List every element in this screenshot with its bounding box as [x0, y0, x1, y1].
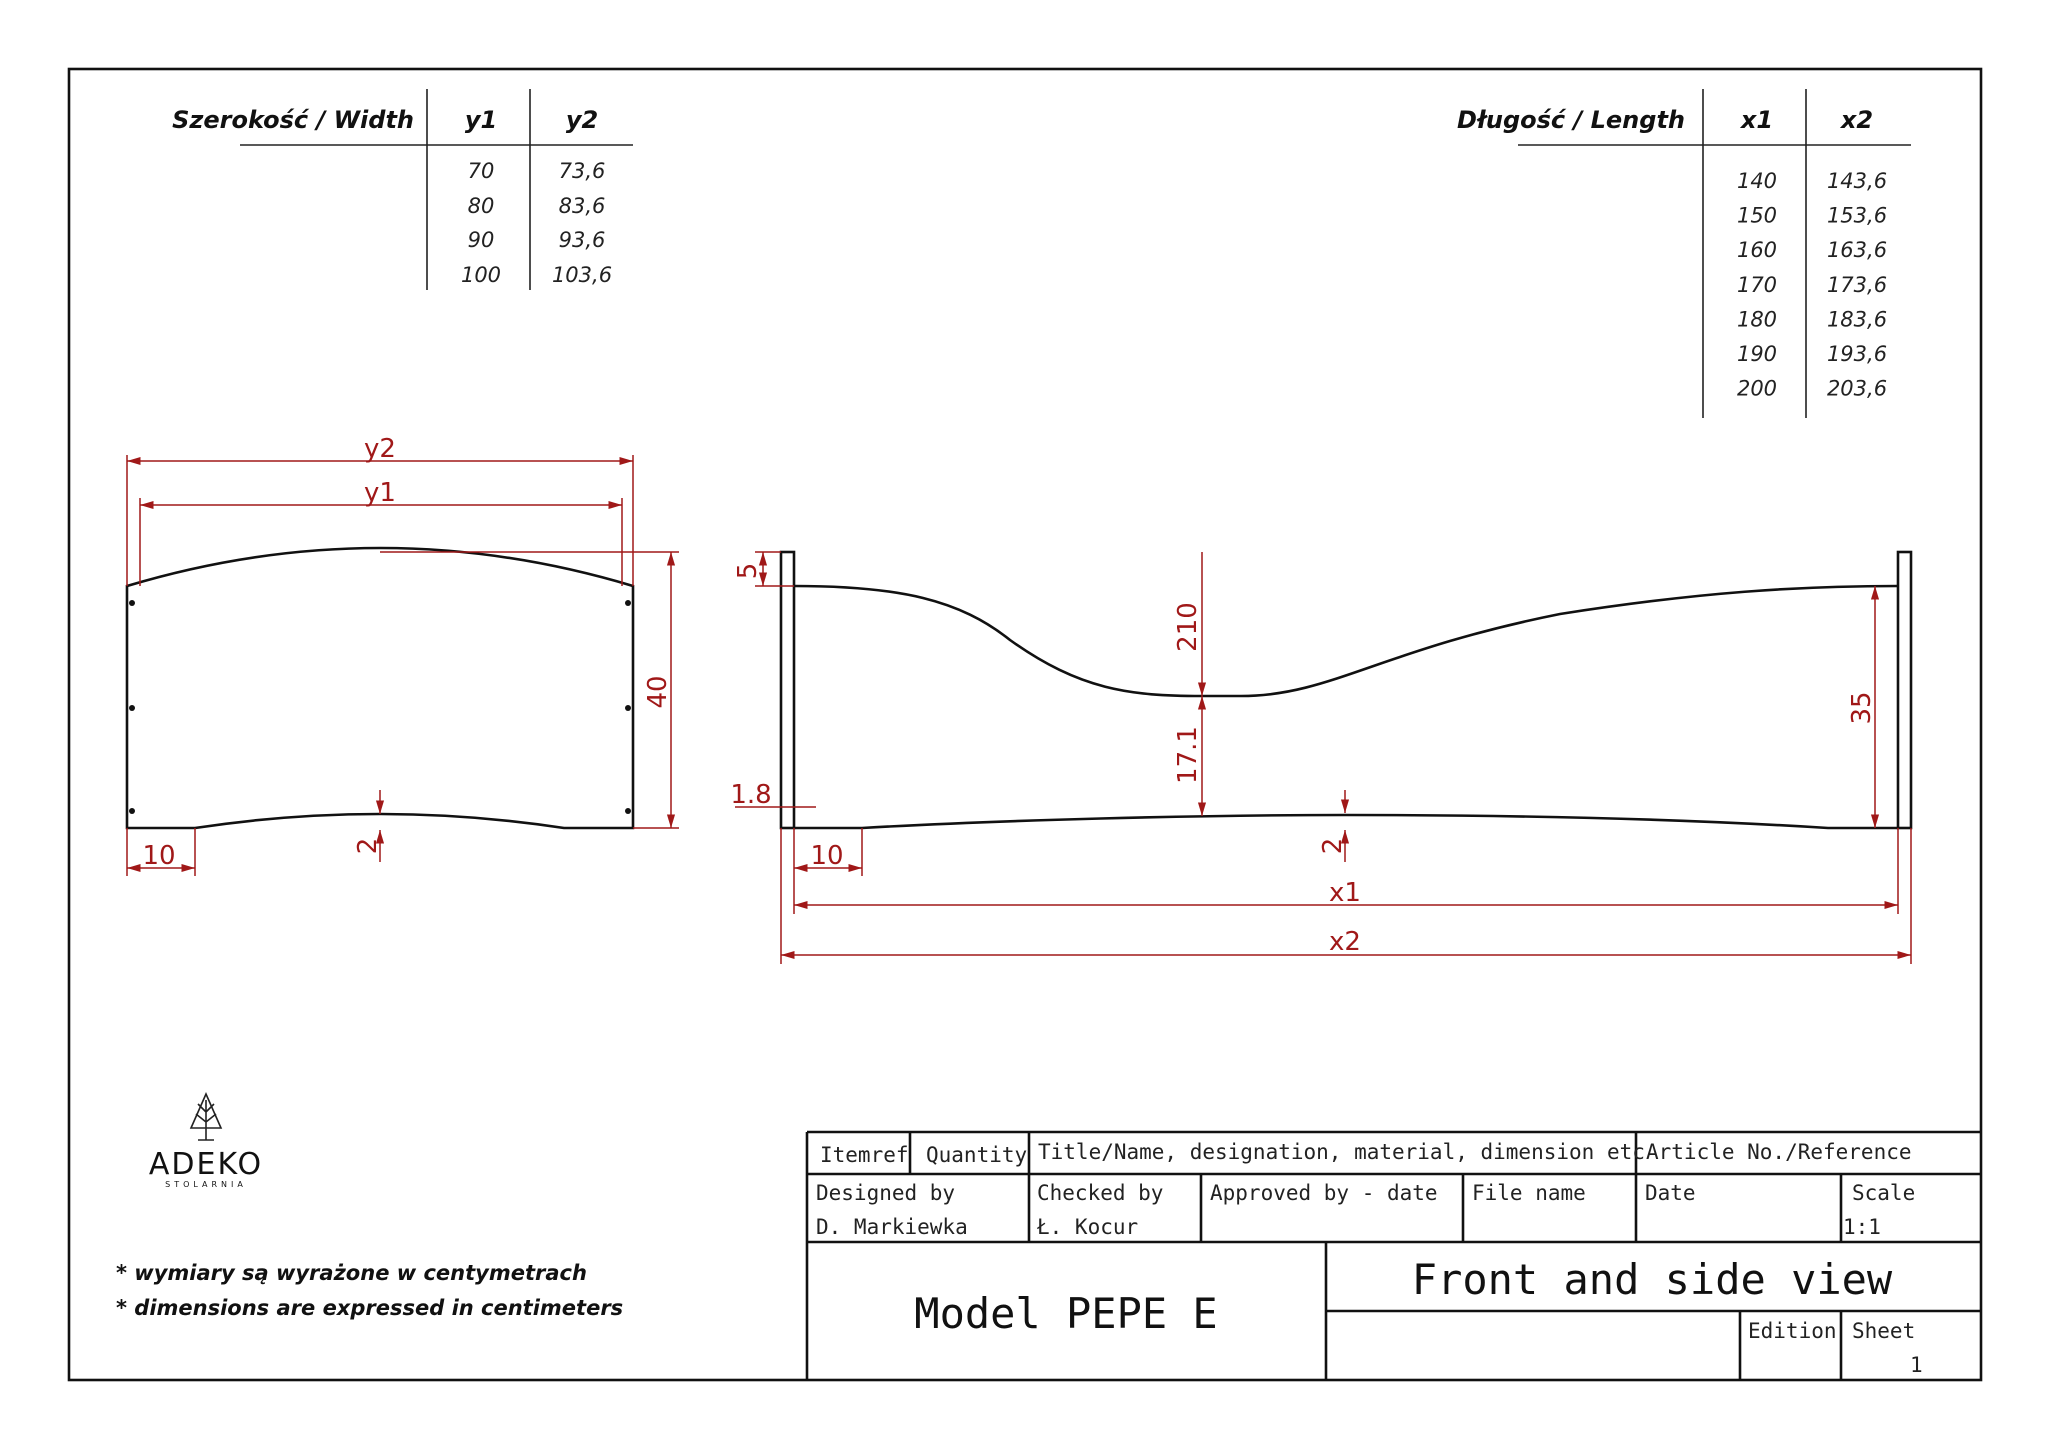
approved-by-label: Approved by - date: [1210, 1181, 1438, 1205]
dim-post-5: 5: [733, 563, 763, 580]
table-cell: 153,6: [1827, 204, 1887, 228]
sheet-border: [67, 67, 1983, 1382]
width-table-label: Szerokość / Width: [172, 106, 414, 134]
scale-label: Scale: [1852, 1181, 1915, 1205]
table-cell: 160: [1737, 238, 1777, 262]
dim-side-foot-10: 10: [810, 841, 843, 871]
title-block: Itemref Quantity Title/Name, designation…: [805, 1130, 1981, 1380]
table-cell: 190: [1737, 342, 1777, 366]
dim-17-1: 17.1: [1173, 726, 1203, 784]
table-cell: 193,6: [1827, 342, 1887, 366]
file-name-label: File name: [1472, 1181, 1586, 1205]
note-english: * dimensions are expressed in centimeter…: [116, 1296, 623, 1320]
date-label: Date: [1645, 1181, 1696, 1205]
dim-y1: y1: [364, 478, 396, 508]
dim-y2: y2: [364, 434, 396, 464]
sheet-value: 1: [1910, 1353, 1923, 1377]
view-title: Front and side view: [1412, 1255, 1893, 1304]
note-polish: * wymiary są wyrażone w centymetrach: [116, 1261, 587, 1285]
model-name: Model PEPE E: [914, 1289, 1217, 1338]
designed-by-value: D. Markiewka: [816, 1215, 968, 1239]
scale-value: 1:1: [1843, 1215, 1881, 1239]
table-cell: 150: [1737, 204, 1777, 228]
table-cell: 70: [468, 159, 495, 183]
table-cell: 180: [1737, 307, 1777, 331]
side-view: 5 210 17.1 1.8 35 10 2 x1 x2: [730, 550, 1913, 964]
table-cell: 73,6: [559, 159, 606, 183]
itemref-label: Itemref: [820, 1143, 909, 1167]
designed-by-label: Designed by: [816, 1181, 955, 1205]
table-cell: 100: [461, 263, 501, 287]
length-col-x1: x1: [1740, 106, 1773, 134]
front-view: y2 y1 40 10 2: [125, 434, 679, 876]
width-col-y2: y2: [566, 106, 598, 134]
logo-name: ADEKO: [149, 1147, 263, 1182]
table-cell: 163,6: [1827, 238, 1887, 262]
adeko-logo: ADEKO STOLARNIA: [149, 1092, 263, 1189]
quantity-label: Quantity: [926, 1143, 1027, 1167]
sheet-label: Sheet: [1852, 1319, 1915, 1343]
dim-210: 210: [1173, 602, 1203, 652]
logo-sub: STOLARNIA: [165, 1180, 247, 1189]
table-cell: 90: [468, 228, 495, 252]
dim-foot-10: 10: [142, 841, 175, 871]
article-label: Article No./Reference: [1646, 1140, 1912, 1164]
table-cell: 183,6: [1827, 307, 1887, 331]
table-cell: 200: [1737, 377, 1777, 401]
table-cell: 203,6: [1827, 377, 1887, 401]
checked-by-label: Checked by: [1037, 1181, 1163, 1205]
dim-x1: x1: [1329, 878, 1361, 908]
title-name-label: Title/Name, designation, material, dimen…: [1038, 1140, 1645, 1164]
width-col-y1: y1: [465, 106, 497, 134]
tree-icon: [189, 1092, 223, 1141]
table-cell: 143,6: [1827, 169, 1887, 193]
length-table-label: Długość / Length: [1457, 106, 1685, 134]
dim-x2: x2: [1329, 927, 1361, 957]
table-cell: 83,6: [559, 194, 606, 218]
table-cell: 140: [1737, 169, 1777, 193]
table-cell: 80: [468, 194, 495, 218]
table-cell: 93,6: [559, 228, 606, 252]
checked-by-value: Ł. Kocur: [1036, 1215, 1138, 1239]
edition-label: Edition: [1748, 1319, 1837, 1343]
table-cell: 103,6: [552, 263, 612, 287]
length-col-x2: x2: [1840, 106, 1873, 134]
length-table: Długość / Length x1 x2 140 143,6 150 153,6 1…: [1457, 89, 1911, 418]
width-table: Szerokość / Width y1 y2 70 73,6 80 83,6 …: [172, 89, 633, 290]
dim-arc-2: 2: [353, 838, 383, 855]
dim-35: 35: [1847, 691, 1877, 724]
table-cell: 173,6: [1827, 273, 1887, 297]
table-cell: 170: [1737, 273, 1777, 297]
dim-height-40: 40: [643, 675, 673, 708]
dim-side-arc-2: 2: [1318, 838, 1348, 855]
dim-1-8: 1.8: [730, 780, 771, 810]
